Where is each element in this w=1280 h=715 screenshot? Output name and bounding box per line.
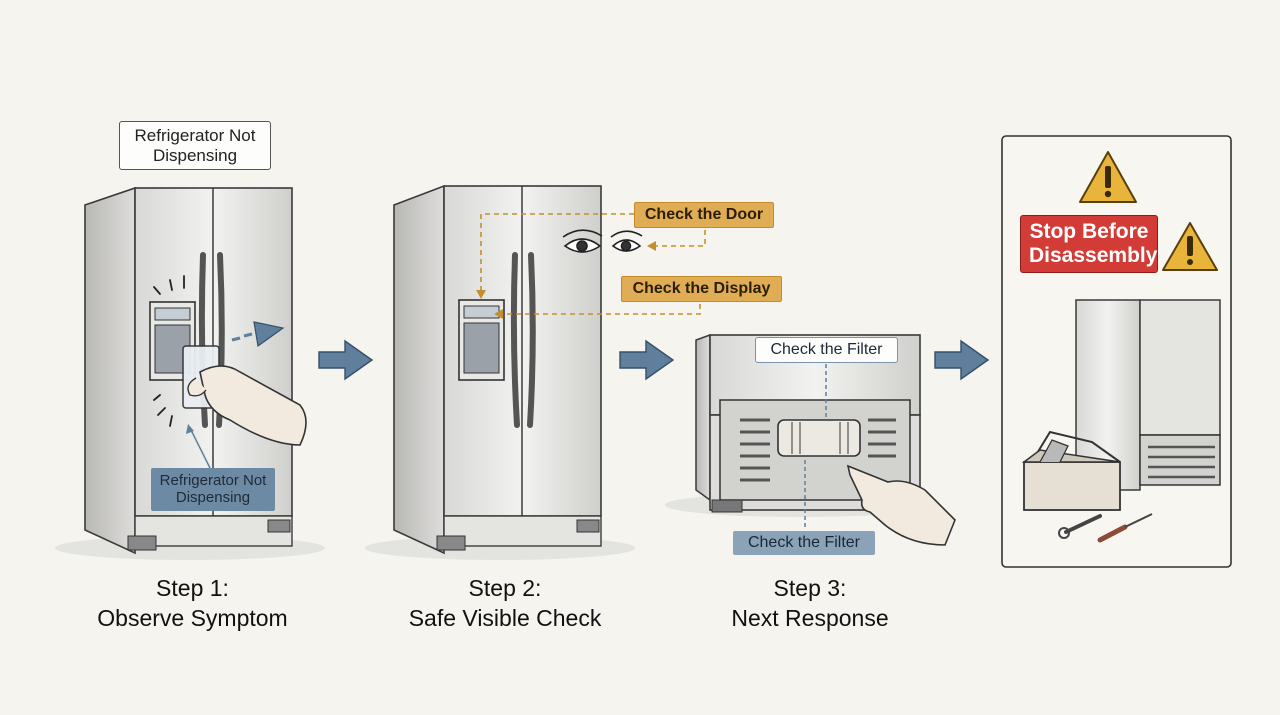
step3-number: Step 3: [773, 575, 847, 601]
step3-filter-area [665, 333, 956, 546]
warning-panel [1001, 135, 1232, 568]
step1-refrigerator [55, 186, 325, 560]
warning-triangle-icon [1079, 151, 1137, 203]
screwdriver-icon [1097, 513, 1153, 543]
step2-title: Step 2: Safe Visible Check [385, 574, 625, 634]
toolbox-icon [1021, 430, 1121, 511]
step2-refrigerator [365, 184, 706, 560]
check-door-label: Check the Door [634, 202, 774, 229]
eyes-icon [562, 229, 643, 253]
warning-triangle-icon-small [1162, 222, 1218, 271]
step3-title: Step 3: Next Response [700, 574, 920, 634]
step3-name: Next Response [731, 604, 889, 631]
check-filter-label-bottom: Check the Filter [733, 531, 875, 556]
check-display-label: Check the Display [621, 276, 782, 303]
step1-number: Step 1: [156, 575, 229, 601]
step2-number: Step 2: [468, 575, 542, 601]
symptom-label-bottom: Refrigerator Not Dispensing [151, 468, 275, 511]
flow-arrow-1 [318, 339, 374, 381]
step1-title: Step 1: Observe Symptom [70, 574, 315, 634]
flow-arrow-2 [619, 339, 675, 381]
flow-arrow-3 [934, 339, 990, 381]
wrench-icon [1058, 514, 1102, 539]
symptom-label-top: Refrigerator Not Dispensing [119, 121, 271, 171]
step2-name: Safe Visible Check [408, 604, 602, 631]
check-filter-label-top: Check the Filter [755, 337, 898, 364]
step1-name: Observe Symptom [97, 604, 288, 631]
stop-before-disassembly-label: Stop Before Disassembly [1020, 215, 1158, 274]
